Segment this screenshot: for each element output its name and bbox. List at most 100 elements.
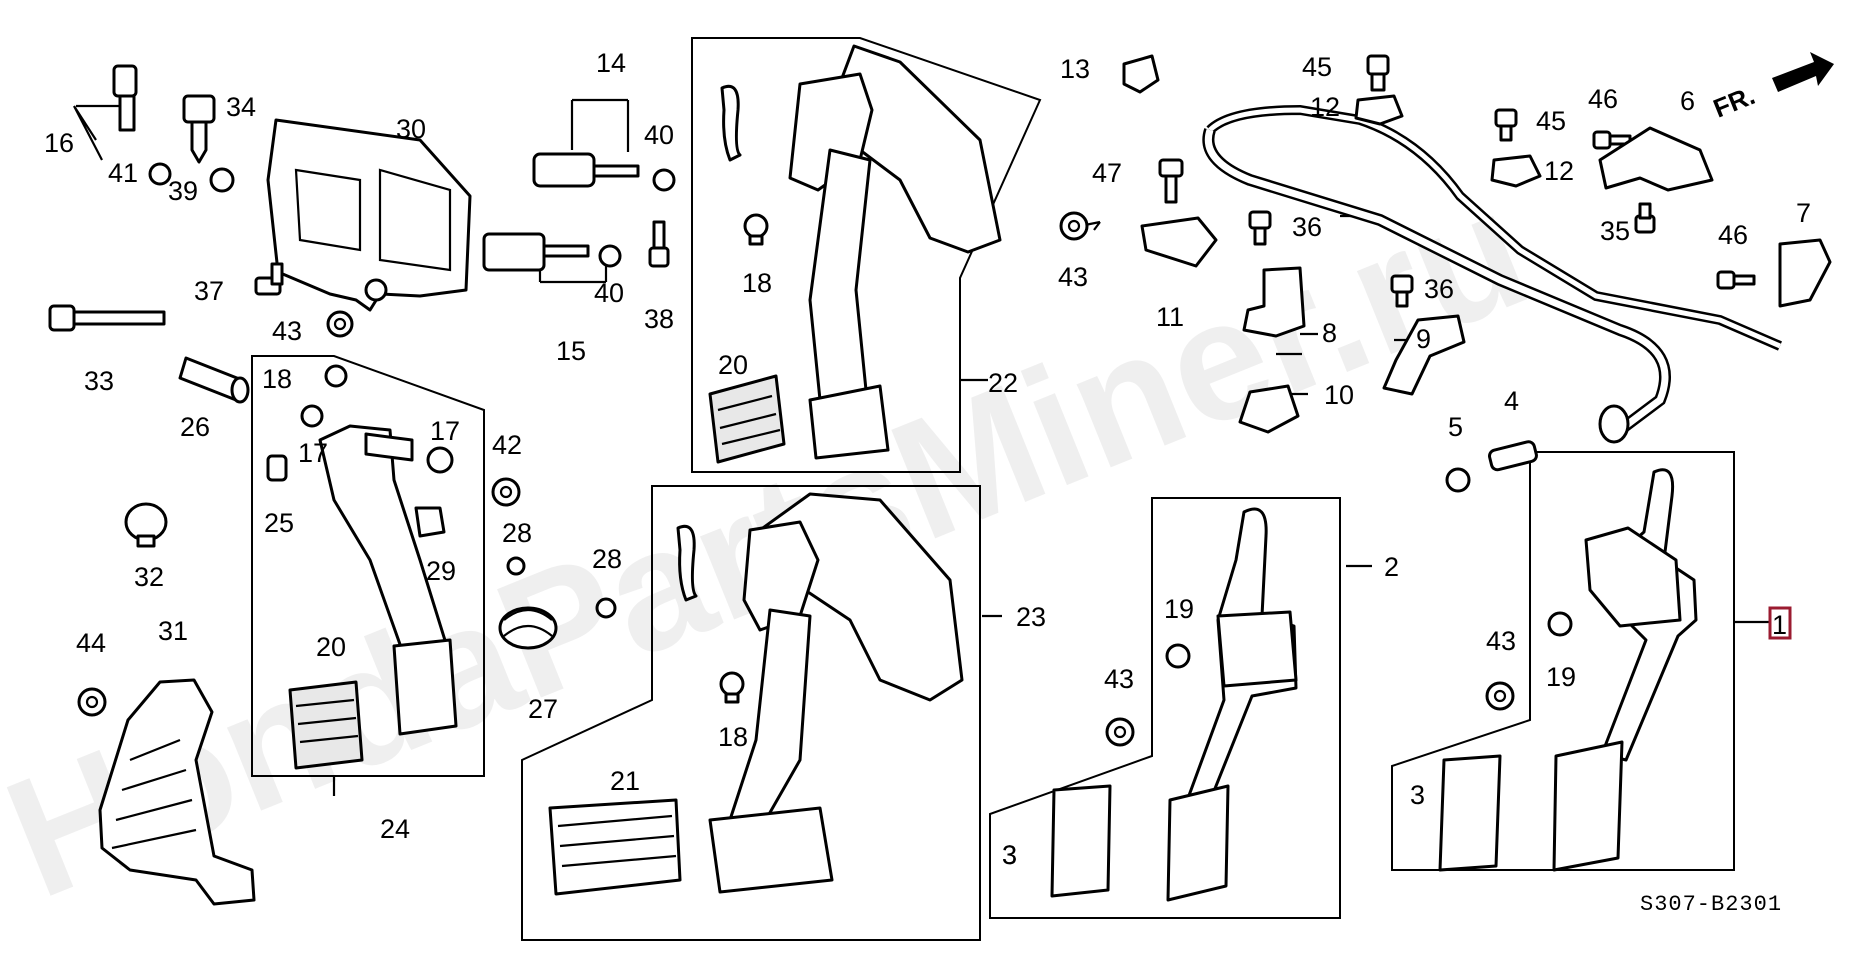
part-18-clip-a	[743, 213, 769, 246]
part-14-switch	[532, 152, 676, 192]
callout-c43c[interactable]: 43	[1104, 664, 1134, 694]
callout-c28b[interactable]: 28	[592, 544, 622, 574]
part-26-collar	[178, 356, 250, 404]
part-32-cap	[124, 502, 168, 548]
callout-c12b[interactable]: 12	[1544, 156, 1574, 186]
callout-c17a[interactable]: 17	[298, 438, 328, 468]
part-43-nut-b	[1059, 211, 1089, 241]
callout-c21[interactable]: 21	[610, 766, 640, 796]
part-41-nut	[148, 162, 172, 186]
callout-c34[interactable]: 34	[226, 92, 256, 122]
box-23	[521, 485, 981, 941]
callout-c2[interactable]: 2	[1384, 552, 1399, 582]
box-24	[251, 355, 485, 777]
part-12-clamp-b	[1490, 154, 1542, 188]
callout-c12a[interactable]: 12	[1310, 92, 1340, 122]
group-boxes	[251, 37, 1735, 941]
callout-c18c[interactable]: 18	[718, 722, 748, 752]
callout-c19a[interactable]: 19	[1164, 594, 1194, 624]
callout-c46a[interactable]: 46	[1588, 84, 1618, 114]
callout-c16[interactable]: 16	[44, 128, 74, 158]
part-19-clip-b	[1547, 611, 1573, 637]
callout-c36a[interactable]: 36	[1292, 212, 1322, 242]
callout-c25[interactable]: 25	[264, 508, 294, 538]
callout-c47[interactable]: 47	[1092, 158, 1122, 188]
callout-c31[interactable]: 31	[158, 616, 188, 646]
callout-c9[interactable]: 9	[1416, 324, 1431, 354]
callout-c28a[interactable]: 28	[502, 518, 532, 548]
callout-c18b[interactable]: 18	[742, 268, 772, 298]
part-46-bolt-a	[1592, 130, 1632, 150]
part-18-clip-c	[719, 671, 745, 704]
callout-c36b[interactable]: 36	[1424, 274, 1454, 304]
part-28-clip-a	[506, 556, 526, 576]
part-44-nut	[77, 687, 107, 717]
box-22	[691, 37, 1042, 473]
callout-c22[interactable]: 22	[988, 368, 1018, 398]
part-19-clip-a	[1165, 643, 1191, 669]
part-11-bracket	[1140, 216, 1218, 268]
callout-c26[interactable]: 26	[180, 412, 210, 442]
callout-c46b[interactable]: 46	[1718, 220, 1748, 250]
callout-c42[interactable]: 42	[492, 430, 522, 460]
part-cable	[1202, 104, 1782, 435]
callout-c35[interactable]: 35	[1600, 216, 1630, 246]
callout-c43a[interactable]: 43	[272, 316, 302, 346]
part-36-bolt-b	[1390, 274, 1414, 308]
callout-c40a[interactable]: 40	[644, 120, 674, 150]
callout-c1[interactable]: 1	[1772, 610, 1787, 640]
part-37-bolt	[254, 262, 284, 296]
callout-c3a[interactable]: 3	[1002, 840, 1017, 870]
callout-c5[interactable]: 5	[1448, 412, 1463, 442]
callout-c32[interactable]: 32	[134, 562, 164, 592]
part-43-nut-a	[326, 310, 354, 338]
part-23-pedal-assembly	[548, 492, 964, 896]
callout-c4[interactable]: 4	[1504, 386, 1519, 416]
callout-c38[interactable]: 38	[644, 304, 674, 334]
callout-c8[interactable]: 8	[1322, 318, 1337, 348]
front-direction-arrow: FR.	[1709, 52, 1834, 124]
part-35-bolt	[1634, 202, 1656, 234]
part-38-bolt	[648, 220, 670, 268]
callout-c40b[interactable]: 40	[594, 278, 624, 308]
callout-c29[interactable]: 29	[426, 556, 456, 586]
callout-c18a[interactable]: 18	[262, 364, 292, 394]
callout-c13[interactable]: 13	[1060, 54, 1090, 84]
part-45-bolt-a	[1366, 54, 1390, 92]
callout-c24[interactable]: 24	[380, 814, 410, 844]
callout-c45b[interactable]: 45	[1536, 106, 1566, 136]
callout-c23[interactable]: 23	[1016, 602, 1046, 632]
callout-c20a[interactable]: 20	[718, 350, 748, 380]
callout-c14[interactable]: 14	[596, 48, 626, 78]
part-6-bracket	[1598, 126, 1714, 192]
callout-c15[interactable]: 15	[556, 336, 586, 366]
callout-c27[interactable]: 27	[528, 694, 558, 724]
callout-c37[interactable]: 37	[194, 276, 224, 306]
part-25-bushing	[266, 454, 288, 482]
callout-c19b[interactable]: 19	[1546, 662, 1576, 692]
callout-c41[interactable]: 41	[108, 158, 138, 188]
callout-c11[interactable]: 11	[1156, 302, 1184, 332]
callout-c30[interactable]: 30	[396, 114, 426, 144]
callout-c39[interactable]: 39	[168, 176, 198, 206]
callout-c45a[interactable]: 45	[1302, 52, 1332, 82]
callout-c10[interactable]: 10	[1324, 380, 1354, 410]
diagram-code: S307-B2301	[1640, 892, 1782, 917]
callout-c3c[interactable]: 3	[1002, 840, 1017, 870]
callout-c7[interactable]: 7	[1796, 198, 1811, 228]
callout-c44[interactable]: 44	[76, 628, 106, 658]
part-29-spring	[414, 506, 446, 538]
callout-c20b[interactable]: 20	[316, 632, 346, 662]
part-12-clamp-a	[1354, 94, 1404, 126]
callout-c33[interactable]: 33	[84, 366, 114, 396]
part-9-bracket	[1382, 314, 1466, 396]
part-33-long-bolt	[48, 304, 166, 332]
callout-c17b[interactable]: 17	[430, 416, 460, 446]
callout-c43d[interactable]: 43	[1486, 626, 1516, 656]
box-1	[1391, 451, 1735, 871]
callout-c3b[interactable]: 3	[1410, 780, 1425, 810]
callout-c6[interactable]: 6	[1680, 86, 1695, 116]
callout-c43b[interactable]: 43	[1058, 262, 1088, 292]
